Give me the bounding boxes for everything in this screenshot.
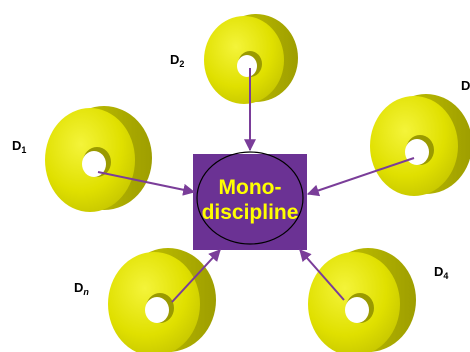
label-d1: D1 bbox=[12, 138, 26, 155]
center-ellipse bbox=[196, 151, 304, 245]
label-d3: D bbox=[461, 78, 470, 93]
label-d4: D4 bbox=[434, 264, 448, 281]
label-d2: D2 bbox=[170, 52, 184, 69]
torus-d3 bbox=[370, 94, 470, 196]
center-rect bbox=[193, 154, 307, 250]
label-dn: Dn bbox=[74, 280, 89, 297]
arrow-dn-to-center bbox=[171, 249, 221, 303]
torus-dn bbox=[108, 248, 216, 352]
torus-d1 bbox=[45, 106, 152, 212]
center-label-line2: discipline bbox=[202, 201, 299, 224]
torus-d2 bbox=[204, 14, 298, 104]
arrow-d4-to-center bbox=[299, 249, 345, 301]
center-label-line1: Mono- bbox=[219, 176, 282, 199]
arrow-d3-to-center bbox=[306, 157, 415, 197]
arrow-d1-to-center bbox=[97, 171, 196, 196]
center-box: Mono- discipline bbox=[193, 151, 307, 250]
torus-d4 bbox=[308, 248, 416, 352]
